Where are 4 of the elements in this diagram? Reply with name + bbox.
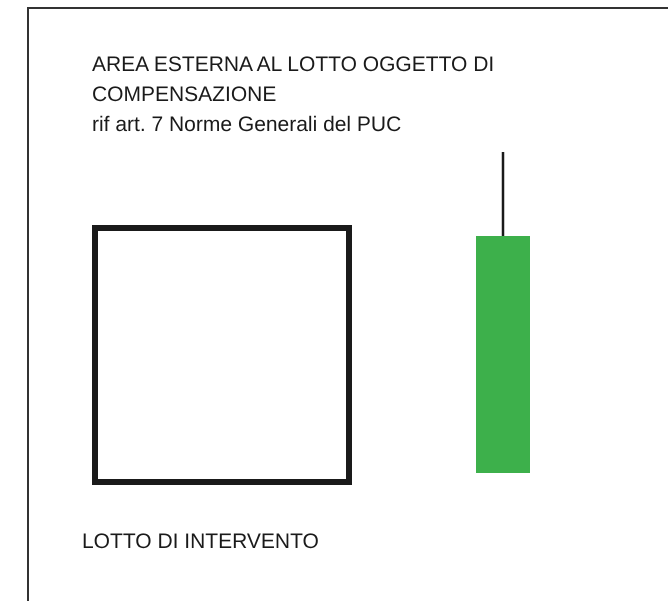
- leader-line: [502, 152, 504, 236]
- area-bar: [476, 236, 530, 473]
- lot-label: LOTTO DI INTERVENTO: [82, 529, 319, 555]
- reference-note: rif art. 7 Norme Generali del PUC: [92, 112, 402, 138]
